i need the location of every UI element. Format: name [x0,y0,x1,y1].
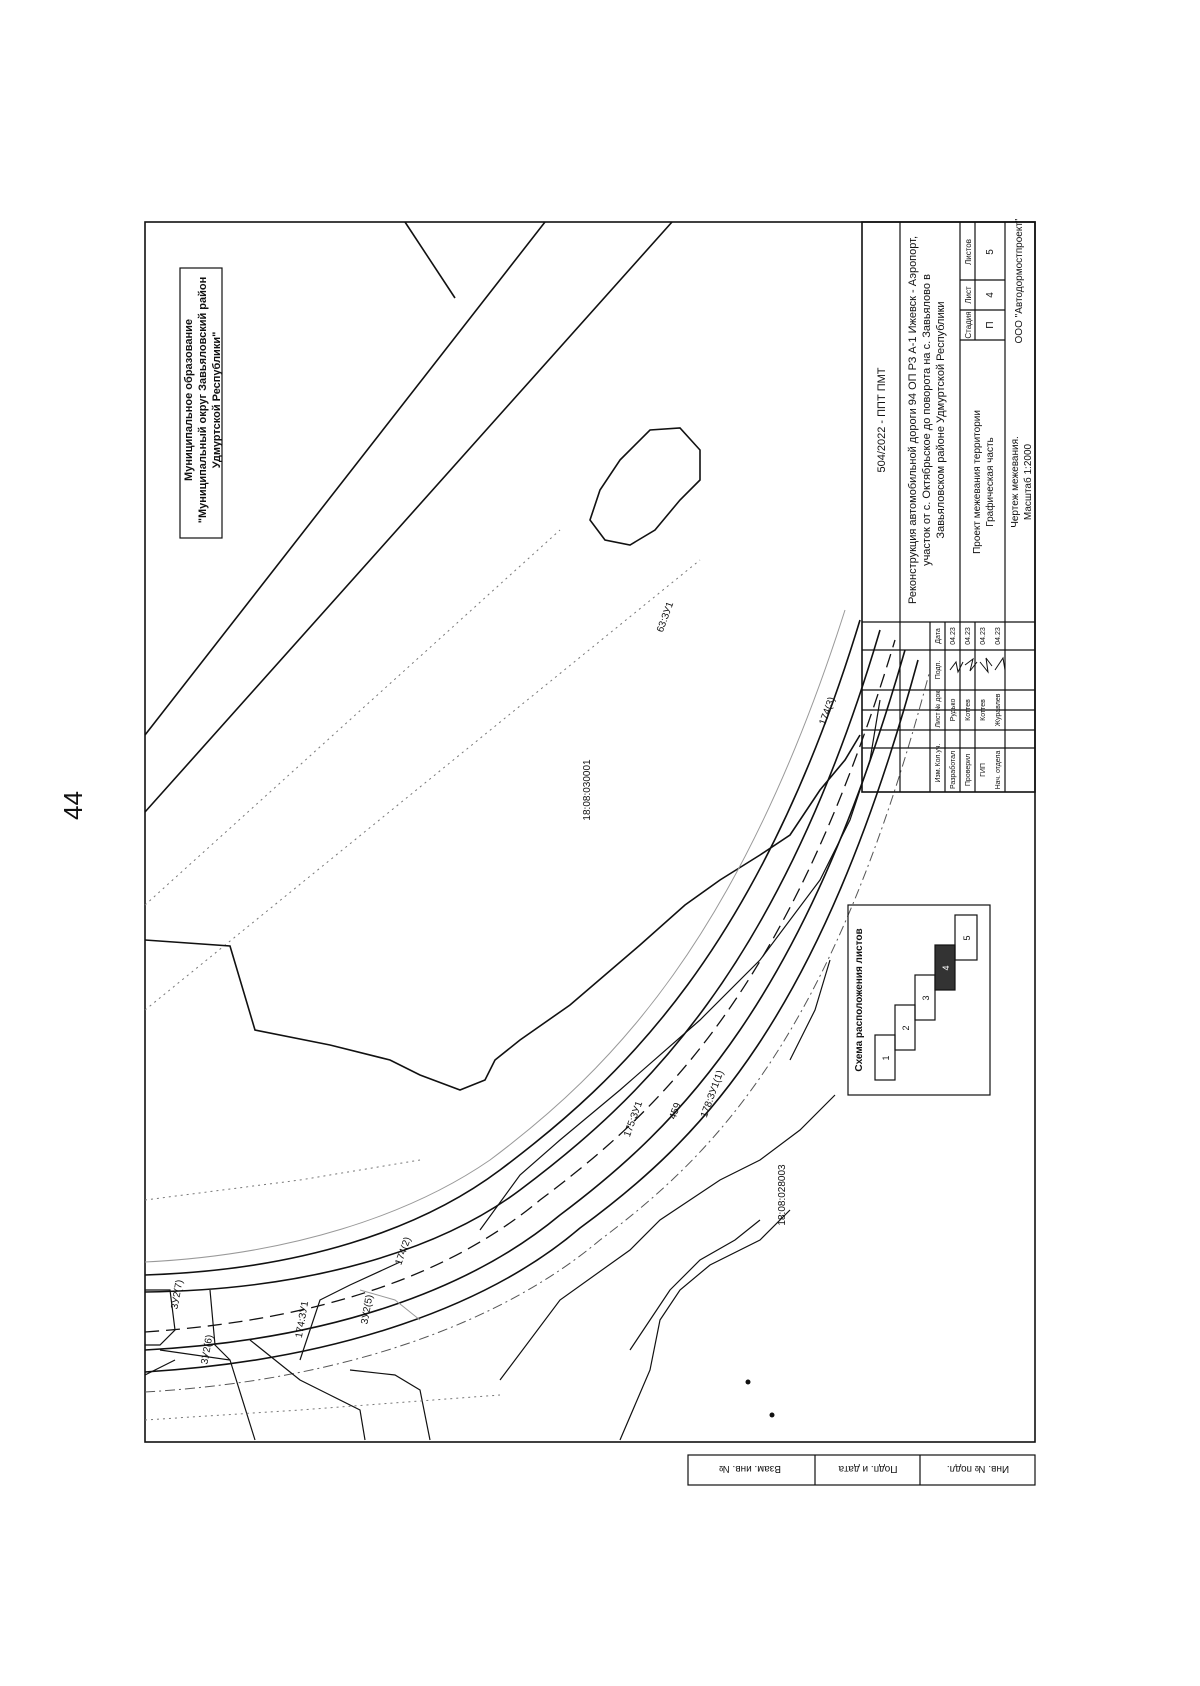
svg-text:Коттев: Коттев [965,699,972,721]
plot-label: 63:ЗУ1 [655,600,676,634]
signature-mark [979,657,993,674]
svg-text:1: 1 [881,1055,891,1060]
svg-text:4: 4 [985,292,996,298]
svg-text:Графическая часть: Графическая часть [984,437,996,526]
road-corridor [144,609,931,1441]
plot-label: 174(2) [394,1236,414,1267]
svg-text:участок от с. Октябрьское до п: участок от с. Октябрьское до поворота на… [921,274,933,566]
lake-outline [589,427,701,546]
svg-text:Дата: Дата [935,628,942,644]
parcel-boundary [144,734,861,1091]
margin-stamp: Взам. инв. № Подп. и дата Инв. № подл. [687,1454,1036,1486]
svg-text:Муниципальное образование: Муниципальное образование [183,319,195,481]
svg-text:04.23: 04.23 [980,627,987,645]
drawing-frame [144,221,1036,1443]
plot-label: 3У2(6) [200,1334,216,1365]
svg-text:3: 3 [921,995,931,1000]
signature-mark [964,657,978,672]
plot-label: 459 [668,1101,684,1121]
svg-text:04.23: 04.23 [950,627,957,645]
svg-text:"Муниципальный округ Завьяловс: "Муниципальный округ Завьяловский район [197,277,209,524]
svg-text:Рудько: Рудько [950,699,957,722]
svg-text:Разработал: Разработал [949,751,957,789]
svg-text:Инв. № подл.: Инв. № подл. [947,1463,1009,1474]
svg-text:5: 5 [985,249,996,255]
signature-mark [949,660,964,674]
svg-text:04.23: 04.23 [995,627,1002,645]
svg-text:Лист: Лист [964,286,973,304]
road-lines-upper [144,221,701,1011]
svg-text:Подп.: Подп. [935,661,942,680]
project-title: Реконструкция автомобильной дороги 94 ОП… [907,236,919,604]
svg-text:Коттев: Коттев [980,699,987,721]
svg-text:Проверил: Проверил [965,754,972,786]
svg-text:Лист: Лист [935,712,942,728]
sheet-scheme-title: Схема расположения листов [854,928,865,1071]
plot-label: 3У2(7) [170,1279,186,1310]
svg-text:Изм.: Изм. [935,767,942,782]
svg-text:Журавлев: Журавлев [995,693,1002,726]
svg-text:2: 2 [901,1025,911,1030]
svg-text:П: П [985,321,996,328]
signature-mark [994,656,1006,671]
svg-text:Листов: Листов [964,239,973,265]
section-title: Проект межевания территории [972,410,983,554]
project-code: 504/2022 - ППТ ПМТ [876,367,888,472]
svg-text:Кол.уч.: Кол.уч. [935,743,942,766]
company-name: ООО "Автодормостпроект" [1014,218,1025,343]
svg-text:№ док.: № док. [935,689,942,711]
parcel-label-b: 18:08:028003 [777,1164,788,1226]
title-block: 504/2022 - ППТ ПМТ Реконструкция автомоб… [861,218,1036,793]
plot-label: 3У2(5) [360,1294,376,1325]
svg-text:Подп. и дата: Подп. и дата [838,1463,897,1474]
svg-text:ГИП: ГИП [980,763,987,777]
plot-label: 175:ЗУ1 [622,1099,645,1138]
svg-text:Масштаб 1:2000: Масштаб 1:2000 [1022,443,1034,520]
svg-text:5: 5 [962,935,972,940]
municipality-label: Муниципальное образование "Муниципальный… [183,277,223,524]
svg-text:Завьяловском районе Удмуртской: Завьяловском районе Удмуртской Республик… [935,301,947,538]
svg-text:Стадия: Стадия [964,311,973,338]
sheet-scheme: Схема расположения листов 1 2 3 4 5 [847,904,991,1096]
svg-text:Нач. отдела: Нач. отдела [995,751,1002,790]
municipality-box [179,267,223,539]
svg-text:04.23: 04.23 [965,627,972,645]
svg-text:4: 4 [941,965,951,970]
drawing-title: Чертеж межевания. [1010,436,1021,528]
svg-text:Удмуртской Республики": Удмуртской Республики" [211,332,223,469]
parcel-label-a: 18:08:030001 [582,759,593,821]
bend-details [144,1159,775,1441]
plot-label: 174(3) [818,696,838,727]
svg-text:Взам. инв. №: Взам. инв. № [719,1463,781,1474]
